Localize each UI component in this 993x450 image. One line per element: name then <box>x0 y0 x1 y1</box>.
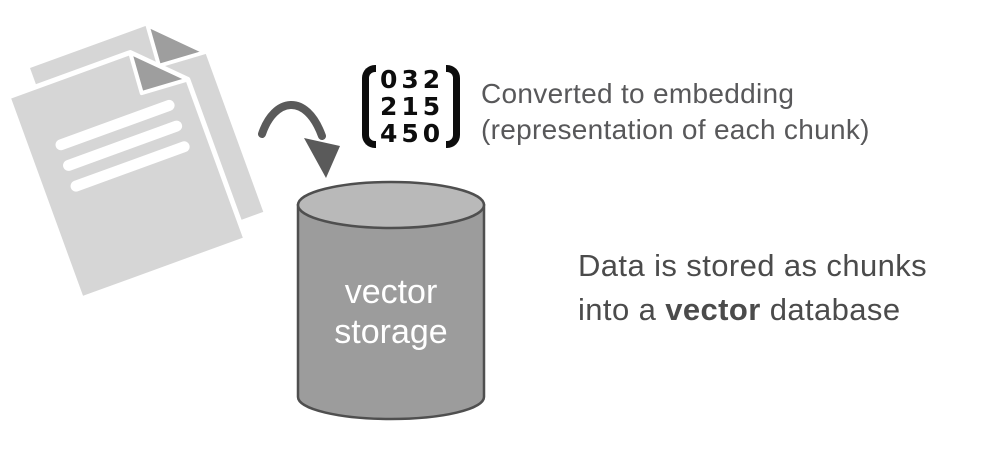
text-line-bar <box>55 99 175 151</box>
vector-db-cylinder-icon <box>296 180 486 421</box>
document-stack-icon <box>5 23 264 302</box>
text-line-bar <box>70 141 190 192</box>
storage-caption: Data is stored as chunks into a vector d… <box>578 244 927 332</box>
page-fold-icon <box>128 50 190 96</box>
bracket-left-icon <box>362 65 376 148</box>
cylinder-label: vector storage <box>298 272 484 352</box>
storage-caption-line2-bold: vector <box>665 292 761 327</box>
cylinder-label-line2: storage <box>334 313 448 351</box>
arrowhead-icon <box>304 138 340 178</box>
page-fold-icon <box>145 23 208 68</box>
bracket-right-icon <box>446 65 461 148</box>
document-front-icon <box>5 50 249 302</box>
embedding-caption: Converted to embedding (representation o… <box>481 76 870 148</box>
cylinder-top <box>296 180 486 230</box>
storage-caption-line2-prefix: into a <box>578 292 666 327</box>
embedding-matrix-icon: 032 215 450 <box>362 65 461 148</box>
matrix-row: 450 <box>380 119 445 148</box>
embedding-caption-line2: (representation of each chunk) <box>481 114 870 145</box>
storage-caption-line1: Data is stored as chunks <box>578 248 928 283</box>
matrix-numbers: 032 215 450 <box>376 65 446 148</box>
page-front <box>5 50 249 302</box>
curved-arrow-icon <box>258 101 340 178</box>
text-line-bar <box>63 120 183 171</box>
matrix-row: 032 <box>380 65 445 94</box>
cylinder-label-line1: vector <box>344 273 438 311</box>
matrix-row: 215 <box>380 92 445 121</box>
cylinder-body <box>296 203 486 421</box>
arrow-curve <box>258 101 326 140</box>
storage-caption-line2-suffix: database <box>760 292 901 327</box>
embedding-caption-line1: Converted to embedding <box>481 78 795 109</box>
storage-caption-line2: into a vector database <box>578 288 927 332</box>
